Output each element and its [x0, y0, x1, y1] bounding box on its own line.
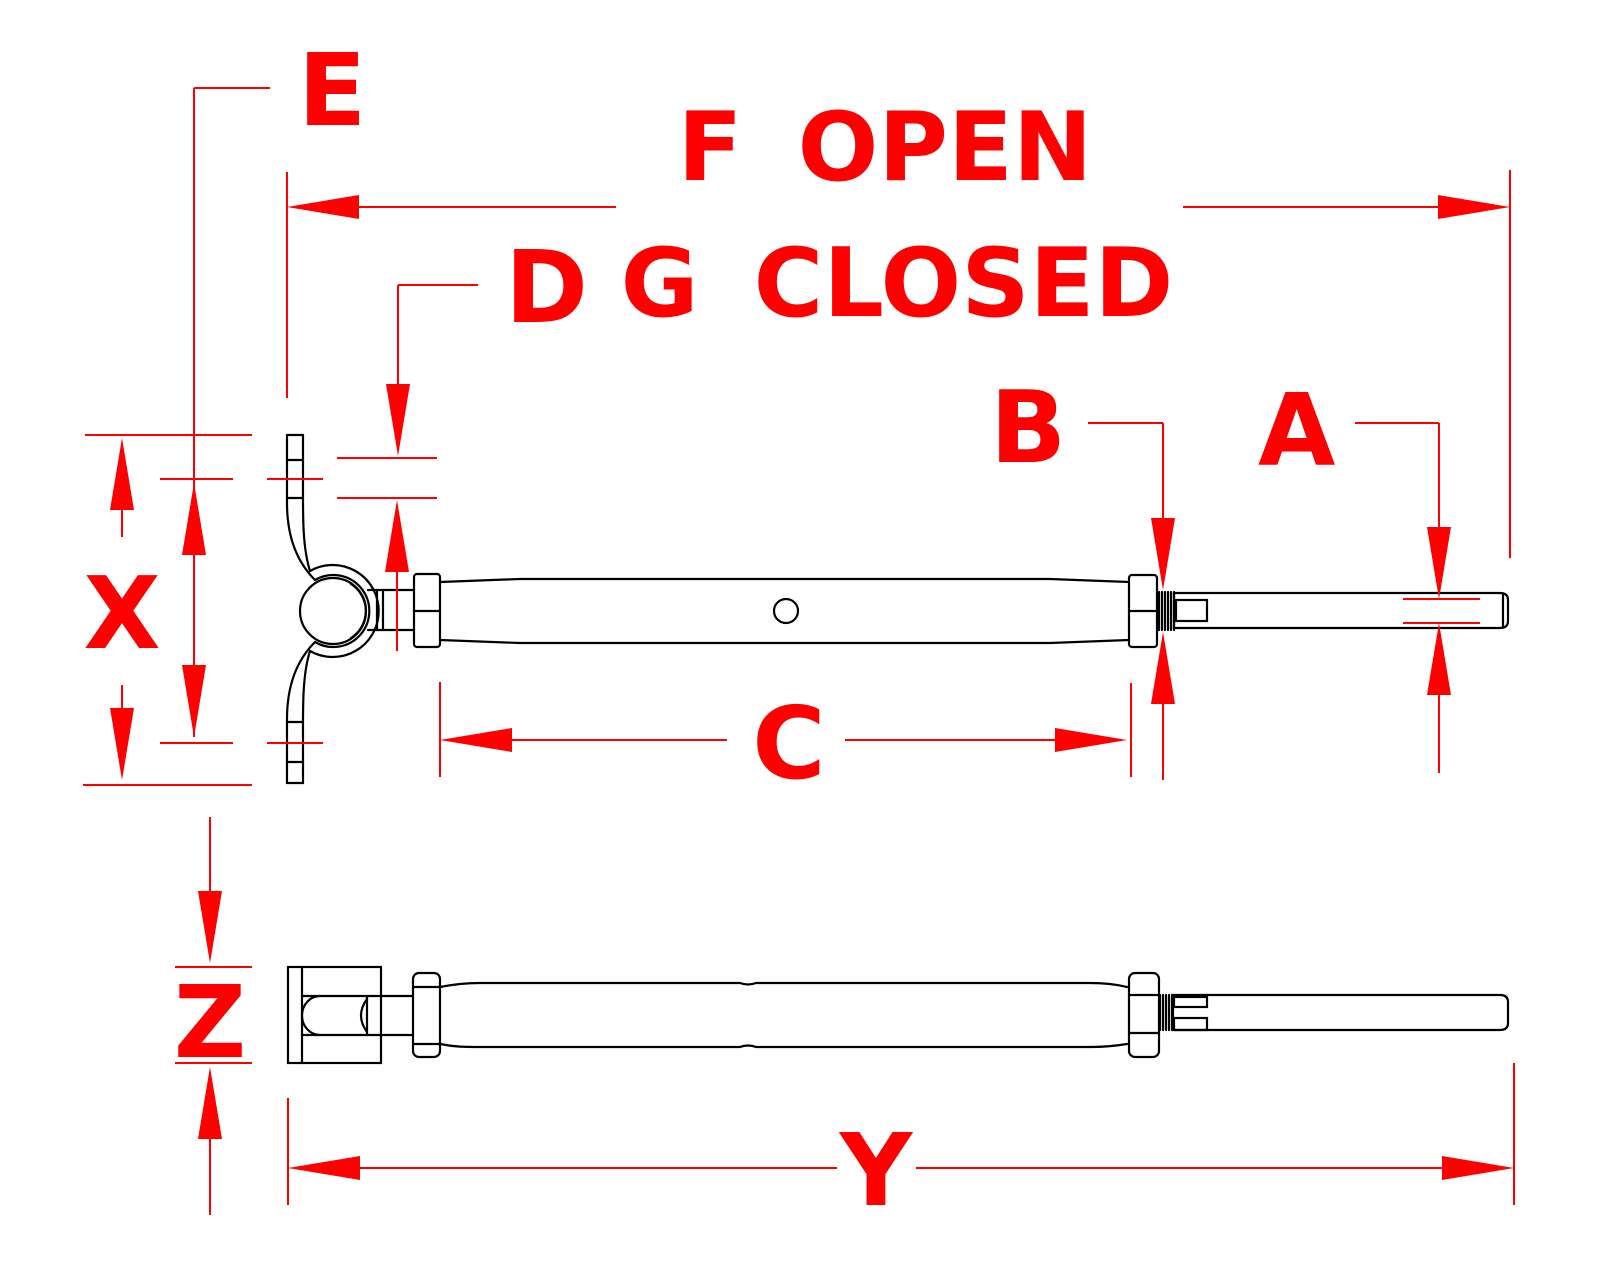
dimensions: E X D — [83, 32, 1515, 1229]
mount-plate-outer-edge — [301, 433, 380, 785]
label-z: Z — [174, 964, 247, 1081]
top-view — [286, 965, 1510, 1065]
stud-cross-hole — [1174, 598, 1209, 623]
arrowhead — [385, 500, 409, 572]
arrowhead — [1438, 195, 1510, 219]
right-lock-nut-top-view — [1127, 971, 1161, 1059]
label-a: A — [1258, 372, 1335, 489]
swage-stud-top-view — [1171, 993, 1510, 1032]
side-view — [285, 433, 1510, 785]
stud-cross-hole-top-view — [1172, 995, 1209, 1009]
arrowhead — [1151, 632, 1175, 704]
arrowhead — [1427, 527, 1451, 599]
dimension-z: Z — [174, 817, 252, 1215]
arrowhead — [1442, 1156, 1514, 1180]
arrowhead — [110, 438, 134, 510]
label-x: X — [83, 555, 160, 672]
dimension-f-g: F OPEN G CLOSED — [286, 93, 1511, 558]
label-b: B — [990, 369, 1066, 486]
arrowhead — [182, 665, 206, 737]
left-lock-nut-top-view — [411, 971, 442, 1059]
arrowhead — [288, 1156, 360, 1180]
label-y: Y — [839, 1112, 914, 1229]
body-bottom-edge-top-view — [438, 1042, 1129, 1049]
arrowhead — [110, 708, 134, 780]
dimension-y: Y — [287, 1063, 1515, 1229]
arrowhead — [198, 1067, 222, 1139]
stud-cross-hole-top-view — [1172, 1016, 1209, 1032]
arrowhead — [1151, 518, 1175, 590]
arrowhead — [440, 728, 512, 752]
bracket-base — [286, 965, 383, 1065]
arrowhead — [198, 891, 222, 963]
arrowhead — [386, 384, 410, 456]
body-center-hole — [772, 597, 800, 625]
dimension-c: C — [439, 682, 1132, 802]
stud-threads-top-view — [1158, 993, 1174, 1032]
label-d: D — [505, 229, 588, 346]
dimension-x: X — [83, 434, 252, 786]
turnbuckle-body-bottom-edge — [438, 638, 1131, 645]
arrowhead — [1055, 728, 1127, 752]
body-top-edge-top-view — [438, 981, 1129, 989]
turnbuckle-body-top-edge — [438, 577, 1131, 584]
label-c: C — [752, 685, 825, 802]
arrowhead — [287, 195, 359, 219]
arrowhead — [182, 483, 206, 555]
dimension-b: B — [990, 369, 1175, 780]
dimension-e: E — [160, 32, 366, 744]
toggle-strap-hidden-arc — [359, 997, 369, 1034]
swage-ball-inner-arc — [349, 582, 367, 640]
mount-plate-inner-edge — [285, 433, 371, 785]
label-g-closed: G CLOSED — [621, 229, 1174, 339]
dimension-d: D — [337, 229, 588, 651]
stud-threads — [1157, 590, 1176, 632]
label-f-open: F OPEN — [678, 93, 1093, 203]
label-e: E — [298, 32, 366, 149]
toggle-strap-dome — [300, 994, 322, 1037]
dimension-a: A — [1258, 372, 1480, 773]
arrowhead — [1427, 623, 1451, 695]
